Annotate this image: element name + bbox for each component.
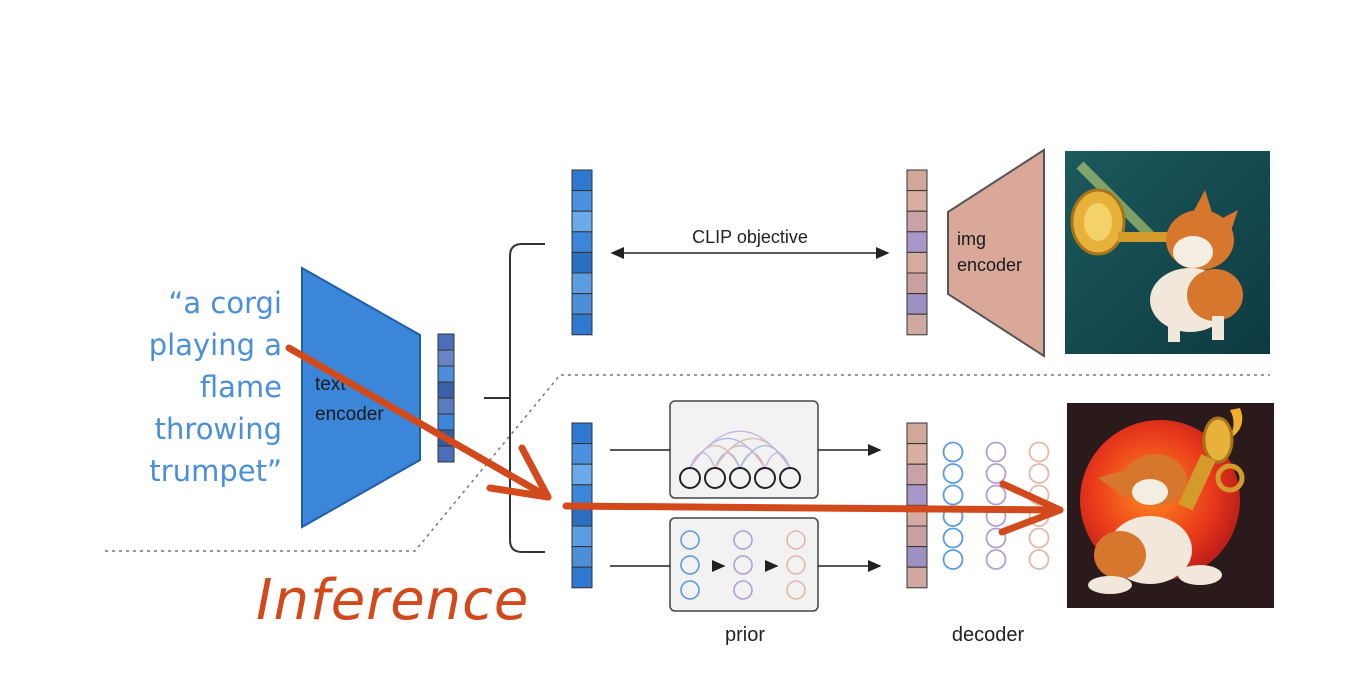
top-blue-vector-cell	[571, 293, 593, 315]
token-circle	[679, 467, 701, 489]
autoregressive-arcs	[689, 430, 791, 469]
bottom-mixed-vector-cell	[906, 422, 928, 445]
text-encoder-label-2: encoder	[315, 404, 384, 425]
attention-arc	[764, 452, 791, 469]
text-embedding-cell	[437, 445, 455, 463]
bottom-blue-vector-cell	[571, 525, 593, 548]
bottom-mixed-vector-cell	[906, 546, 928, 568]
bottom-mixed-vector-cell	[906, 566, 928, 589]
top-mixed-vector-cell	[906, 272, 928, 295]
prompt-text: “a corgi playing a flame throwing trumpe…	[60, 282, 282, 492]
decoder-circle	[1028, 441, 1050, 463]
token-circle	[779, 467, 801, 489]
bottom-blue-vector-cell	[571, 463, 593, 486]
decoder-circle	[942, 527, 964, 549]
corgi-trumpet-red-image	[1067, 403, 1274, 608]
prompt-line: trumpet”	[149, 454, 282, 488]
prompt-line: throwing	[154, 412, 282, 446]
top-blue-vector-cell	[571, 231, 593, 253]
img-encoder-label-1: img	[957, 229, 986, 249]
corgi-trumpet-teal-image	[1065, 151, 1270, 354]
prior-diffusion-circle	[733, 530, 753, 550]
token-circle	[754, 467, 776, 489]
prior-diffusion-box	[669, 517, 819, 612]
top-blue-vector-cell	[571, 251, 593, 274]
top-blue-vector-cell	[571, 272, 593, 295]
decoder-circle	[985, 549, 1007, 570]
prior-diffusion-circle	[680, 580, 700, 600]
prior-diffusion-circle	[786, 555, 806, 575]
bottom-blue-vector-cell	[571, 443, 593, 465]
token-circle	[704, 467, 726, 489]
prompt-line: playing a	[148, 328, 282, 362]
clip-text-embedding-bottom	[571, 422, 593, 589]
prior-diffusion-circle	[680, 555, 700, 575]
prompt-line: “a corgi	[168, 286, 282, 320]
top-mixed-vector-cell	[906, 231, 928, 253]
prior-diffusion-circle	[680, 530, 700, 550]
separator-dotted-line	[105, 374, 1270, 552]
decoder-circle	[942, 463, 964, 484]
img-encoder-shape	[947, 148, 1045, 358]
clip-text-embedding-top	[571, 169, 593, 336]
text-embedding-vector	[437, 333, 455, 463]
decoder-circle	[985, 484, 1007, 506]
bottom-blue-vector-cell	[571, 546, 593, 568]
clip-image-embedding-bottom	[906, 422, 928, 589]
prior-diffusion-circle	[786, 580, 806, 600]
decoder-circle	[942, 484, 964, 506]
decoder-circle	[1028, 527, 1050, 549]
decoder-circle	[985, 463, 1007, 484]
bottom-mixed-vector-cell	[906, 484, 928, 506]
bottom-blue-vector-cell	[571, 566, 593, 589]
top-mixed-vector-cell	[906, 251, 928, 274]
bracket	[509, 243, 545, 553]
text-encoder-shape	[301, 266, 421, 529]
top-blue-vector-cell	[571, 210, 593, 233]
autoregressive-circles	[679, 467, 801, 489]
text-embedding-cell	[437, 413, 455, 431]
top-mixed-vector-cell	[906, 293, 928, 315]
prior-diffusion-circle	[733, 580, 753, 600]
bottom-blue-vector-cell	[571, 484, 593, 506]
top-mixed-vector-cell	[906, 169, 928, 192]
prior-label: prior	[725, 624, 765, 646]
img-encoder-label-2: encoder	[957, 255, 1022, 275]
text-embedding-cell	[437, 397, 455, 415]
decoder-circle	[942, 441, 964, 463]
top-mixed-vector-cell	[906, 210, 928, 233]
text-embedding-cell	[437, 381, 455, 399]
decoder-circle	[985, 527, 1007, 549]
inference-annotation: Inference	[256, 568, 530, 633]
prior-diffusion-circle	[786, 530, 806, 550]
diffusion-prior-circles	[680, 530, 806, 600]
decoder-circle	[1028, 549, 1050, 570]
decoder-label: decoder	[952, 624, 1025, 646]
top-blue-vector-cell	[571, 169, 593, 192]
top-blue-vector-cell	[571, 190, 593, 212]
inference-arrows	[285, 344, 1064, 536]
text-embedding-cell	[437, 365, 455, 383]
top-mixed-vector-cell	[906, 313, 928, 336]
decoder-circle	[1028, 463, 1050, 484]
bottom-mixed-vector-cell	[906, 463, 928, 486]
top-mixed-vector-cell	[906, 190, 928, 212]
clip-image-embedding-top	[906, 169, 928, 336]
bottom-mixed-vector-cell	[906, 443, 928, 465]
decoder-circle	[985, 441, 1007, 463]
text-embedding-cell	[437, 349, 455, 367]
decoder-circle	[942, 549, 964, 570]
top-blue-vector-cell	[571, 313, 593, 336]
prompt-line: flame	[199, 370, 282, 404]
text-embedding-cell	[437, 333, 455, 351]
bottom-mixed-vector-cell	[906, 525, 928, 548]
attention-arc	[739, 444, 791, 469]
prior-diffusion-circle	[733, 555, 753, 575]
clip-objective-label: CLIP objective	[692, 227, 808, 247]
token-circle	[729, 467, 751, 489]
bottom-blue-vector-cell	[571, 422, 593, 445]
